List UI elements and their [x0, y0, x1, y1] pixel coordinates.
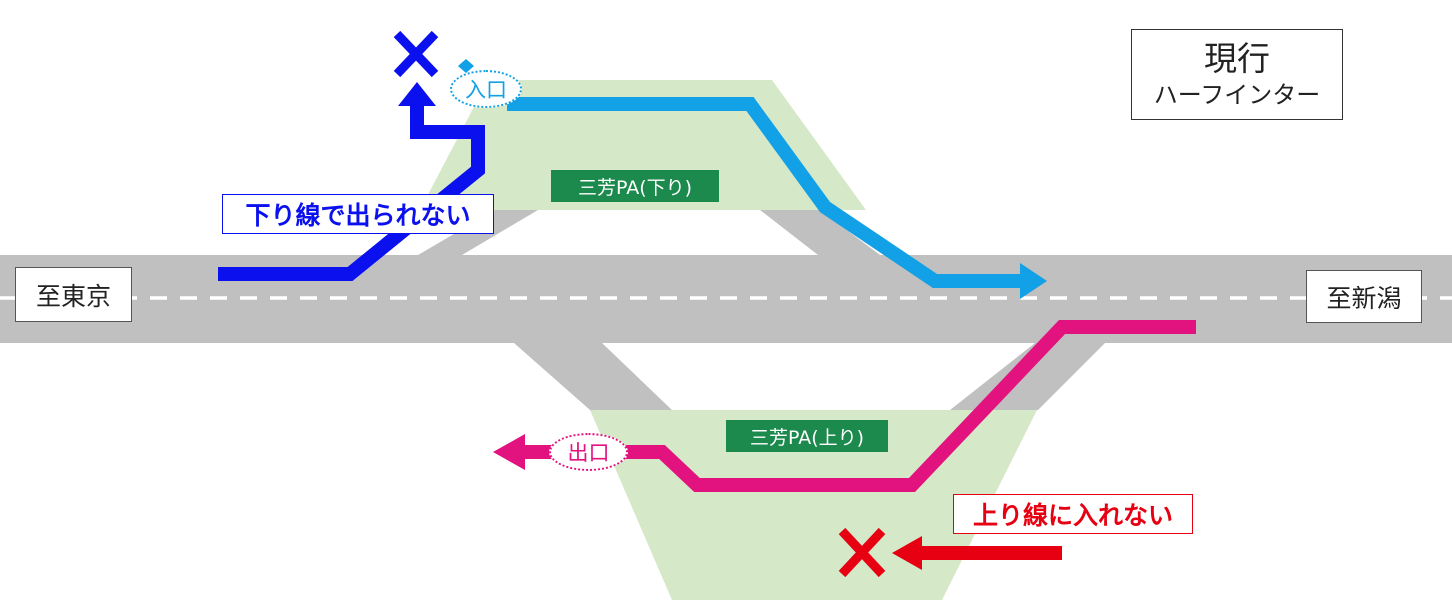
legend-title: 現行: [1204, 38, 1270, 78]
ramp-road: [760, 210, 880, 255]
entrance-label: 入口: [450, 70, 522, 108]
warning-up: 上り線に入れない: [953, 494, 1193, 534]
up-route: [525, 320, 1196, 492]
city-label-left: 至東京: [15, 267, 132, 322]
legend-box: 現行 ハーフインター: [1131, 29, 1343, 120]
small-marker: [458, 59, 474, 73]
city-label-right: 至新潟: [1306, 270, 1422, 323]
legend-subtitle: ハーフインター: [1153, 80, 1321, 109]
cross-icon: [393, 30, 439, 78]
ramp-road: [514, 343, 672, 410]
arrow-icon: [398, 82, 436, 106]
arrow-icon: [892, 536, 922, 570]
pa-label-up: 三芳PA(上り): [726, 420, 888, 452]
down-blocked-route: [218, 104, 485, 281]
cross-icon: [838, 527, 886, 578]
pa-label-down: 三芳PA(下り): [551, 170, 719, 202]
ramp-road: [950, 343, 1105, 410]
arrow-icon: [1020, 263, 1047, 299]
down-route: [507, 97, 1022, 288]
arrow-icon: [493, 434, 525, 470]
exit-label: 出口: [549, 433, 628, 471]
warning-down: 下り線で出られない: [222, 194, 494, 234]
